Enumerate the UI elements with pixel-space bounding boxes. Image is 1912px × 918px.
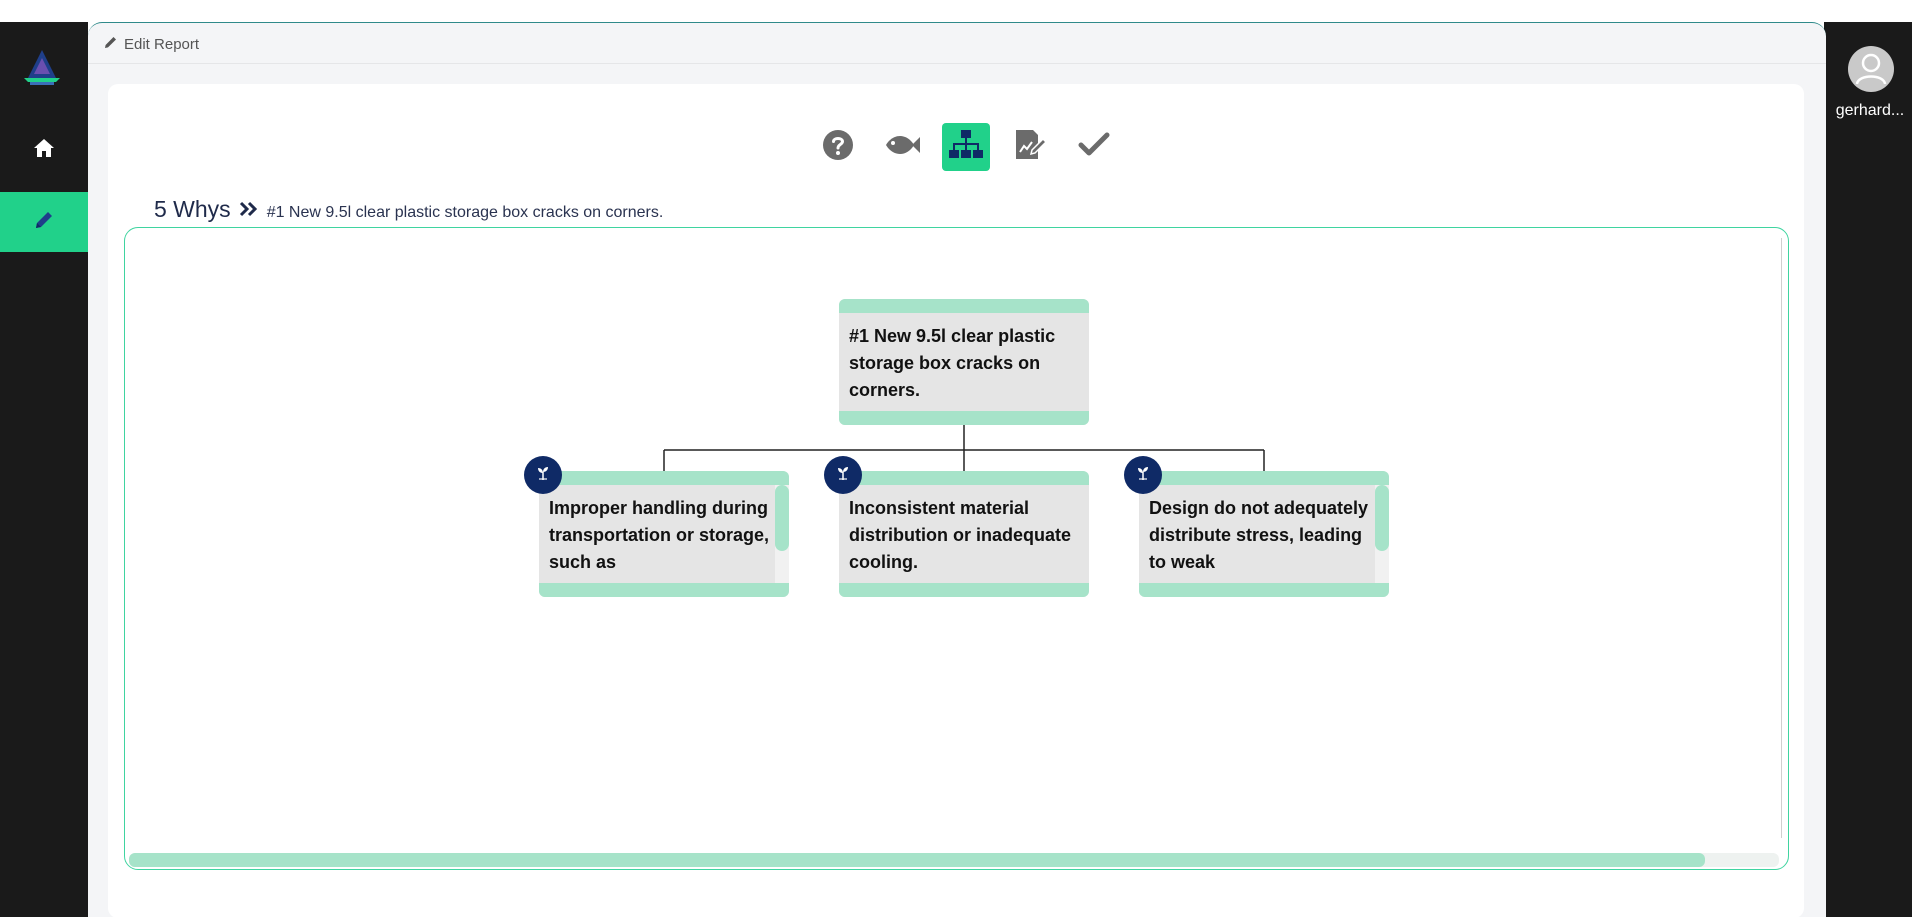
double-chevron-right-icon	[239, 201, 259, 222]
report-edit-icon	[1013, 128, 1048, 166]
node-band-bottom	[539, 583, 789, 597]
right-sidebar	[1824, 22, 1912, 917]
tree-child-node[interactable]: Inconsistent material distribution or in…	[839, 471, 1089, 597]
tree-child-node[interactable]: Improper handling during transportation …	[539, 471, 789, 597]
top-strip	[0, 0, 1912, 22]
sprout-icon	[835, 465, 851, 485]
canvas-horizontal-scrollbar[interactable]	[129, 853, 1779, 867]
panel-header: Edit Report	[104, 33, 199, 55]
node-badge[interactable]	[1124, 456, 1162, 494]
step-fishbone[interactable]	[878, 123, 926, 171]
check-icon	[1078, 132, 1110, 162]
panel-divider	[88, 63, 1826, 64]
node-text: Inconsistent material distribution or in…	[849, 498, 1072, 572]
node-text: #1 New 9.5l clear plastic storage box cr…	[849, 326, 1056, 400]
sprout-icon	[1135, 465, 1151, 485]
user-name[interactable]: gerhard...	[1835, 102, 1905, 119]
user-icon	[1855, 53, 1887, 85]
canvas-horizontal-scrollbar-thumb[interactable]	[129, 853, 1705, 867]
sitemap-icon	[949, 129, 983, 165]
user-avatar[interactable]	[1848, 46, 1894, 92]
tree-root-node[interactable]: #1 New 9.5l clear plastic storage box cr…	[839, 299, 1089, 425]
pencil-icon	[104, 35, 118, 53]
fish-icon	[883, 131, 921, 163]
step-complete[interactable]	[1070, 123, 1118, 171]
sprout-icon	[535, 465, 551, 485]
step-five-whys[interactable]	[942, 123, 990, 171]
pencil-icon	[33, 209, 55, 235]
section-subtitle: #1 New 9.5l clear plastic storage box cr…	[266, 204, 664, 221]
question-circle-icon	[822, 129, 854, 165]
node-badge[interactable]	[824, 456, 862, 494]
node-band-top	[839, 299, 1089, 313]
tree-canvas[interactable]: #1 New 9.5l clear plastic storage box cr…	[124, 227, 1789, 870]
nav-item-edit[interactable]	[0, 192, 88, 252]
home-icon	[32, 137, 56, 163]
node-text: Improper handling during transportation …	[549, 498, 770, 572]
tree-connectors	[663, 425, 1265, 471]
node-scrollbar-thumb[interactable]	[1375, 485, 1389, 551]
nav-item-home[interactable]	[0, 120, 88, 180]
left-sidebar	[0, 22, 88, 917]
node-text: Design do not adequately distribute stre…	[1149, 498, 1369, 572]
section-title-text: 5 Whys	[154, 196, 231, 222]
tree-child-node[interactable]: Design do not adequately distribute stre…	[1139, 471, 1389, 597]
main-panel: Edit Report	[88, 22, 1826, 918]
node-band-bottom	[839, 583, 1089, 597]
step-toolbar	[814, 123, 1118, 171]
canvas-vertical-scrollbar[interactable]	[1781, 238, 1782, 838]
node-band-top	[1139, 471, 1389, 485]
report-card: 5 Whys #1 New 9.5l clear plastic storage…	[108, 84, 1804, 918]
node-band-bottom	[839, 411, 1089, 425]
section-title: 5 Whys #1 New 9.5l clear plastic storage…	[154, 196, 663, 223]
app-logo[interactable]	[20, 48, 64, 88]
step-question[interactable]	[814, 123, 862, 171]
step-report[interactable]	[1006, 123, 1054, 171]
node-band-top	[539, 471, 789, 485]
panel-header-title: Edit Report	[124, 35, 200, 53]
node-badge[interactable]	[524, 456, 562, 494]
node-band-bottom	[1139, 583, 1389, 597]
node-scrollbar-thumb[interactable]	[775, 485, 789, 551]
node-band-top	[839, 471, 1089, 485]
